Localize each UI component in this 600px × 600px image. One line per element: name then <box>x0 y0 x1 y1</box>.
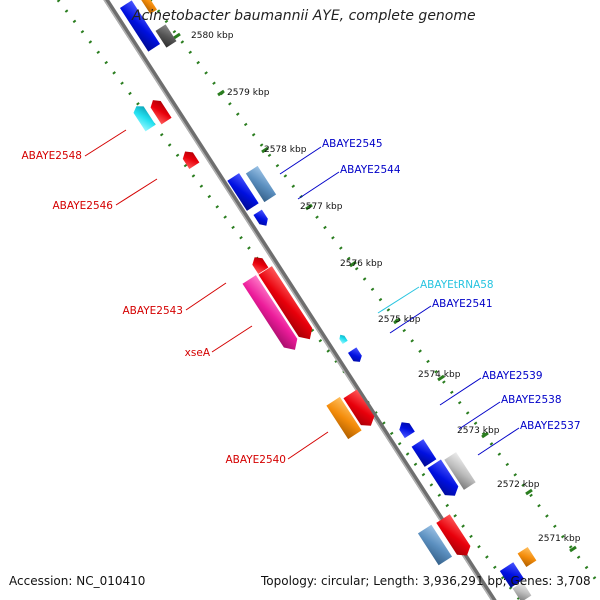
scale-label: 2575 kbp <box>378 315 421 325</box>
major-tick <box>437 374 445 382</box>
gene-label[interactable]: ABAYE2544 <box>340 164 401 176</box>
gene-cyan-2548[interactable] <box>131 103 156 132</box>
leader-line-ABAYE2545 <box>279 146 322 175</box>
gene-label[interactable]: ABAYE2540 <box>225 454 286 466</box>
gene-label[interactable]: ABAYE2539 <box>482 370 543 382</box>
gene-gray-2537[interactable] <box>444 452 476 490</box>
gene-orange-corner[interactable] <box>517 547 537 567</box>
gene-label[interactable]: ABAYE2538 <box>501 394 562 406</box>
leader-line-ABAYE2548 <box>84 129 127 157</box>
gene-label[interactable]: ABAYE2548 <box>21 150 82 162</box>
gene-label[interactable]: ABAYEtRNA58 <box>420 279 494 291</box>
major-tick <box>525 488 533 496</box>
gene-red-2543[interactable] <box>258 266 317 343</box>
gene-magenta-xseA[interactable] <box>242 275 302 354</box>
leader-line-ABAYE2540 <box>287 431 329 460</box>
gene-red-small[interactable] <box>250 254 269 274</box>
scale-label: 2574 kbp <box>418 370 461 380</box>
scale-label: 2576 kbp <box>340 259 383 269</box>
leader-line-ABAYE2539 <box>439 377 482 406</box>
major-tick <box>481 431 489 439</box>
gene-label[interactable]: ABAYE2543 <box>122 305 183 317</box>
genome-backbone <box>103 0 497 600</box>
gene-blue-corner[interactable] <box>499 562 525 588</box>
gene-steel-bottom[interactable] <box>417 524 453 566</box>
gene-red-bottom[interactable] <box>436 514 473 560</box>
major-tick <box>305 203 313 211</box>
major-tick <box>569 545 577 553</box>
scale-label: 2571 kbp <box>538 534 581 544</box>
gene-label[interactable]: ABAYE2541 <box>432 298 493 310</box>
gene-blue-2541[interactable] <box>347 347 364 364</box>
gene-blue-2538a[interactable] <box>411 439 437 467</box>
major-tick <box>217 89 225 97</box>
scale-label: 2577 kbp <box>300 202 343 212</box>
gene-blue-2539[interactable] <box>397 419 415 439</box>
gene-dark-top[interactable] <box>155 24 177 48</box>
major-tick <box>349 260 357 268</box>
gene-red-2540[interactable] <box>343 389 377 431</box>
gene-label[interactable]: ABAYE2545 <box>322 138 383 150</box>
outer-ruler-line <box>148 0 600 586</box>
genome-backbone-highlight <box>103 0 493 600</box>
gene-features <box>119 0 537 600</box>
genome-summary-label: Topology: circular; Length: 3,936,291 bp… <box>261 574 591 588</box>
major-tick <box>173 32 181 40</box>
leader-line-ABAYE2544 <box>297 171 340 200</box>
gene-cyan-trna[interactable] <box>338 333 348 344</box>
gene-orange-2540[interactable] <box>326 396 362 440</box>
ruler <box>56 0 600 600</box>
leader-line-ABAYE2537 <box>477 427 520 456</box>
scale-label: 2572 kbp <box>497 480 540 490</box>
leader-line-ABAYE2541 <box>389 305 432 334</box>
gene-blue-top[interactable] <box>119 0 161 52</box>
scale-label: 2573 kbp <box>457 426 500 436</box>
major-tick <box>393 317 401 325</box>
gene-orange-top[interactable] <box>135 0 157 14</box>
gene-red-2548[interactable] <box>148 97 172 125</box>
leader-line-ABAYEtRNA58 <box>377 286 420 314</box>
gene-label[interactable]: xseA <box>185 347 211 359</box>
gene-steel-2545[interactable] <box>245 165 277 203</box>
gene-blue-2545[interactable] <box>227 173 259 211</box>
gene-blue-2544[interactable] <box>253 209 270 229</box>
gene-red-2546[interactable] <box>180 148 200 169</box>
accession-label: Accession: NC_010410 <box>9 574 146 588</box>
map-title: Acinetobacter baumannii AYE, complete ge… <box>132 8 476 24</box>
leader-line-ABAYE2538 <box>458 401 501 430</box>
gene-gray-corner[interactable] <box>512 582 532 600</box>
gene-label[interactable]: ABAYE2546 <box>52 200 113 212</box>
gene-blue-2538b[interactable] <box>427 459 461 501</box>
scale-label: 2578 kbp <box>264 145 307 155</box>
leader-line-xseA <box>211 325 253 353</box>
scale-label: 2579 kbp <box>227 88 270 98</box>
leader-line-ABAYE2543 <box>185 282 227 311</box>
leader-line-ABAYE2546 <box>115 178 158 206</box>
gene-label[interactable]: ABAYE2537 <box>520 420 581 432</box>
scale-label: 2580 kbp <box>191 31 234 41</box>
major-tick <box>261 146 269 154</box>
